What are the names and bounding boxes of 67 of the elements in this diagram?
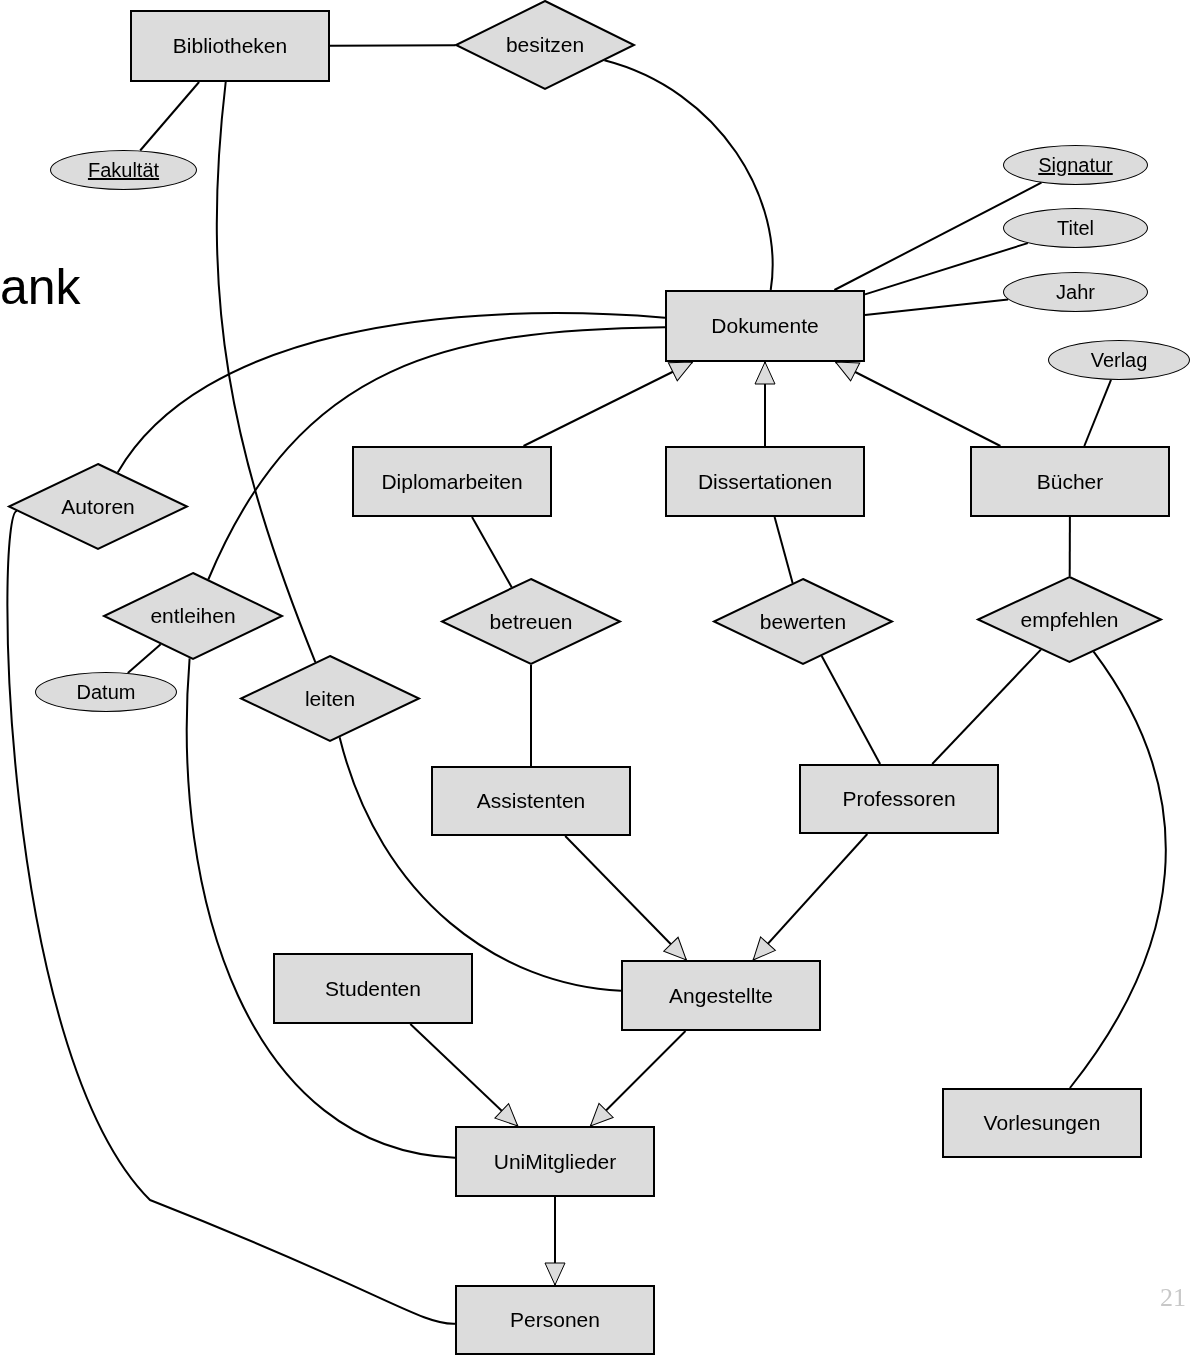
node-label: besitzen (505, 33, 585, 57)
connector-line (116, 312, 666, 474)
node-label: empfehlen (1020, 607, 1119, 632)
entity-box (352, 446, 552, 517)
inheritance-arrow (834, 361, 1002, 447)
entity-box (942, 1088, 1142, 1158)
entity-box (455, 1285, 655, 1355)
node-label: Assistenten (476, 789, 586, 813)
node-label: Fakultät (87, 158, 160, 182)
connector-line (139, 81, 201, 152)
node-label: Dissertationen (697, 469, 833, 494)
connector-line (215, 81, 317, 664)
inheritance-arrow (752, 833, 869, 961)
node-label: Dokumente (711, 314, 819, 338)
node-label: Diplomarbeiten (381, 469, 523, 494)
entity-box (273, 953, 473, 1024)
connector-line (1068, 516, 1071, 578)
connector-line (1068, 650, 1167, 1089)
node-label: bewerten (759, 609, 847, 634)
node-label: Verlag (1090, 348, 1148, 372)
connector-line (773, 516, 794, 584)
node-label: Personen (510, 1308, 600, 1332)
entity-box (799, 764, 999, 834)
inheritance-arrow (589, 1030, 687, 1127)
connector-line (931, 648, 1042, 765)
node-label: leiten (304, 686, 356, 711)
node-label: Jahr (1056, 280, 1095, 304)
node-label: Bücher (1036, 469, 1104, 494)
inheritance-arrow (564, 835, 688, 961)
entity-box (455, 1126, 655, 1197)
node-label: betreuen (489, 609, 573, 634)
connector-line (126, 643, 162, 674)
connector-line (820, 655, 882, 765)
node-label: Studenten (325, 976, 421, 1001)
connector-line (471, 516, 513, 589)
connector-line (6, 509, 456, 1325)
inheritance-arrow (409, 1023, 519, 1127)
connector-line (864, 298, 1010, 316)
entity-box (665, 446, 865, 517)
connector-line (530, 664, 532, 767)
entity-box (130, 10, 330, 82)
connector-line (603, 59, 774, 291)
node-label: Signatur (1038, 153, 1113, 177)
node-label: Autoren (61, 494, 135, 519)
node-label: Professoren (842, 787, 956, 811)
node-label: Titel (1056, 216, 1094, 240)
inheritance-arrow (522, 361, 694, 447)
node-label: Angestellte (669, 983, 773, 1008)
node-label: UniMitglieder (493, 1149, 617, 1174)
connector-line (329, 44, 457, 47)
connector-line (833, 181, 1043, 291)
connector-line (207, 326, 666, 581)
connector-line (185, 657, 456, 1159)
connector-line (1083, 378, 1112, 447)
entity-box (665, 290, 865, 362)
entity-box (621, 960, 821, 1031)
connector-line (338, 736, 622, 992)
entity-box (970, 446, 1170, 517)
inheritance-arrow (544, 1196, 566, 1286)
inheritance-arrow (754, 361, 776, 447)
node-label: entleihen (150, 604, 236, 628)
connector-line (864, 242, 1029, 296)
node-label: Vorlesungen (983, 1111, 1101, 1135)
node-label: Bibliotheken (172, 34, 288, 58)
node-label: Datum (76, 680, 136, 704)
title-fragment: ank (0, 262, 81, 312)
entity-box (431, 766, 631, 836)
